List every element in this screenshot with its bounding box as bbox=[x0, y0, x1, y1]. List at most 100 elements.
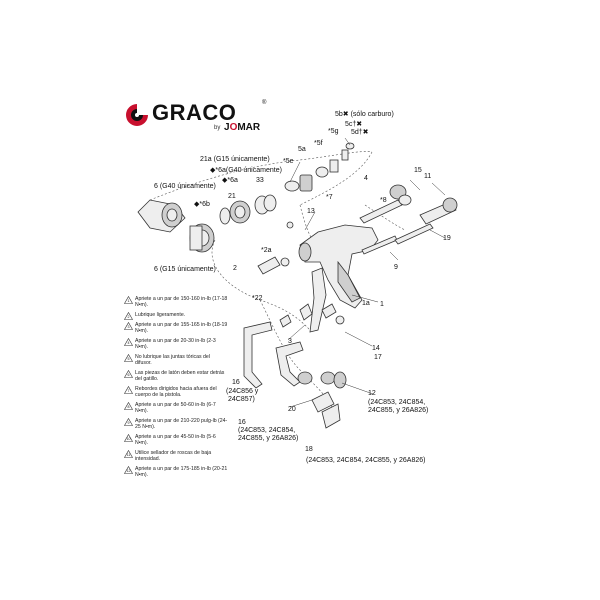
warning-triangle-icon: 1 bbox=[123, 295, 134, 304]
warning-triangle-icon: 11 bbox=[123, 449, 134, 458]
callout: 9 bbox=[394, 264, 398, 271]
callout: *5e bbox=[283, 158, 294, 165]
o-ring-set-left bbox=[219, 142, 355, 225]
brand-name: GRACO bbox=[152, 100, 237, 125]
note-text: Rebordes dirigidos hacia afuera del cuer… bbox=[135, 385, 217, 398]
note-text: Apriete a un par de 45-50 in-lb (5-6 N•m… bbox=[135, 433, 216, 446]
legend-note: 1 Apriete a un par de 150-160 in-lb (17-1… bbox=[123, 295, 228, 309]
note-number: 12 bbox=[126, 468, 131, 473]
callout: (24C853, 24C854, bbox=[238, 427, 295, 434]
callout: 13 bbox=[307, 208, 315, 215]
callout: 24C855, y 26A826) bbox=[368, 407, 428, 414]
warning-triangle-icon: 4 bbox=[123, 337, 134, 346]
callout: ◆*6b bbox=[194, 201, 210, 208]
callout: 2 bbox=[233, 265, 237, 272]
callout: *22 bbox=[252, 295, 263, 302]
fitting-parts bbox=[257, 221, 345, 328]
callout: 18 bbox=[305, 446, 313, 453]
callout: 6 (G15 únicamente) bbox=[154, 266, 216, 273]
callout: 5b✖ (sólo carburo) bbox=[335, 111, 394, 118]
callout-labels: 5b✖ (sólo carburo) 5c†✖ 5d†✖ *5g *5f 5a … bbox=[154, 111, 451, 464]
note-number: 7 bbox=[127, 388, 130, 393]
callout: 4 bbox=[364, 175, 368, 182]
leader-lines bbox=[287, 137, 446, 408]
callout: 12 bbox=[368, 390, 376, 397]
callout: 15 bbox=[414, 167, 422, 174]
callout: 3 bbox=[288, 338, 292, 345]
note-number: 5 bbox=[127, 356, 130, 361]
callout: 11 bbox=[424, 173, 431, 180]
warning-triangle-icon: 6 bbox=[123, 369, 134, 378]
torque-notes-legend: 1 Apriete a un par de 150-160 in-lb (17-1… bbox=[123, 295, 228, 482]
note-text: Las piezas de latón deben estar detrás d… bbox=[135, 369, 225, 382]
callout: 21a (G15 únicamente) bbox=[200, 156, 270, 163]
warning-triangle-icon: 7 bbox=[123, 385, 134, 394]
legend-note: 6 Las piezas de latón deben estar detrás … bbox=[123, 369, 228, 382]
warning-triangle-icon: 12 bbox=[123, 465, 134, 474]
spray-gun-body bbox=[298, 224, 379, 333]
note-text: Apriete a un par de 155-165 in-lb (18-19… bbox=[135, 321, 228, 334]
callout: 16 bbox=[232, 379, 240, 386]
legend-note: 5 No lubrique las juntas tóricas del difu… bbox=[123, 353, 228, 366]
callout: 24C857) bbox=[228, 396, 255, 403]
callout: 16 bbox=[238, 419, 246, 426]
warning-triangle-icon: 10 bbox=[123, 433, 134, 442]
fluid-tube-assembly bbox=[243, 321, 347, 429]
sub-brand-name: JOMAR bbox=[224, 122, 261, 133]
callout: 5c†✖ bbox=[345, 121, 362, 128]
note-number: 9 bbox=[127, 420, 130, 425]
brand-by: by bbox=[214, 125, 221, 131]
legend-note: 7 Rebordes dirigidos hacia afuera del cue… bbox=[123, 385, 228, 398]
warning-triangle-icon: 3 bbox=[123, 321, 134, 330]
legend-note: 2 Lubrique ligeramente. bbox=[123, 311, 228, 320]
callout: 5a bbox=[298, 146, 306, 153]
callout: 1a bbox=[362, 300, 370, 307]
graco-logo: GRACO ® by JOMAR bbox=[124, 100, 274, 140]
note-text: Apriete a un par de 210-220 pulg-lb (24-… bbox=[135, 417, 228, 430]
callout: *5g bbox=[328, 128, 339, 135]
needle-assembly bbox=[359, 184, 458, 255]
callout: ◆*6a bbox=[222, 177, 238, 184]
air-cap-g15 bbox=[189, 223, 215, 253]
callout: *7 bbox=[326, 194, 333, 201]
air-cap-g40 bbox=[137, 199, 186, 233]
callout: *5f bbox=[314, 140, 323, 147]
note-number: 8 bbox=[127, 404, 130, 409]
callout: (24C853, 24C854, 24C855, y 26A826) bbox=[306, 457, 425, 464]
warning-triangle-icon: 5 bbox=[123, 353, 134, 362]
note-text: Apriete a un par de 20-30 in-lb (2-3 N•m… bbox=[135, 337, 216, 350]
note-text: No lubrique las juntas tóricas del difus… bbox=[135, 353, 210, 366]
warning-triangle-icon: 8 bbox=[123, 401, 134, 410]
callout: 21 bbox=[228, 193, 236, 200]
note-text: Apriete a un par de 150-160 in-lb (17-18… bbox=[135, 296, 228, 309]
callout: *8 bbox=[380, 197, 387, 204]
callout: (24C853, 24C854, bbox=[368, 399, 425, 406]
callout: 5d†✖ bbox=[351, 129, 369, 136]
note-number: 11 bbox=[126, 452, 131, 457]
callout: *2a bbox=[261, 247, 272, 254]
note-text: Apriete a un par de 175-185 in-lb (20-21… bbox=[135, 465, 228, 478]
note-number: 10 bbox=[126, 436, 131, 441]
note-number: 3 bbox=[127, 324, 130, 329]
callout: ◆*6a(G40 únicamente) bbox=[210, 167, 282, 174]
legend-note: 11 Utilice sellador de roscas de baja int… bbox=[123, 449, 228, 462]
callout: 6 (G40 únicamente) bbox=[154, 183, 216, 190]
callout: 17 bbox=[374, 354, 382, 361]
callout: (24C856 y bbox=[226, 388, 259, 395]
note-text: Lubrique ligeramente. bbox=[135, 312, 186, 318]
legend-note: 10 Apriete a un par de 45-50 in-lb (5-6 N… bbox=[123, 433, 228, 446]
legend-note: 3 Apriete a un par de 155-165 in-lb (18-1… bbox=[123, 321, 228, 334]
note-text: Utilice sellador de roscas de baja inten… bbox=[135, 449, 212, 462]
note-number: 2 bbox=[127, 315, 130, 319]
note-number: 1 bbox=[127, 299, 130, 303]
note-number: 6 bbox=[127, 372, 130, 377]
legend-note: 12 Apriete a un par de 175-185 in-lb (20-… bbox=[123, 465, 228, 478]
graco-swirl-icon bbox=[126, 104, 148, 126]
callout: 1 bbox=[380, 301, 384, 308]
legend-note: 9 Apriete a un par de 210-220 pulg-lb (24… bbox=[123, 417, 228, 430]
callout: 14 bbox=[372, 345, 380, 352]
